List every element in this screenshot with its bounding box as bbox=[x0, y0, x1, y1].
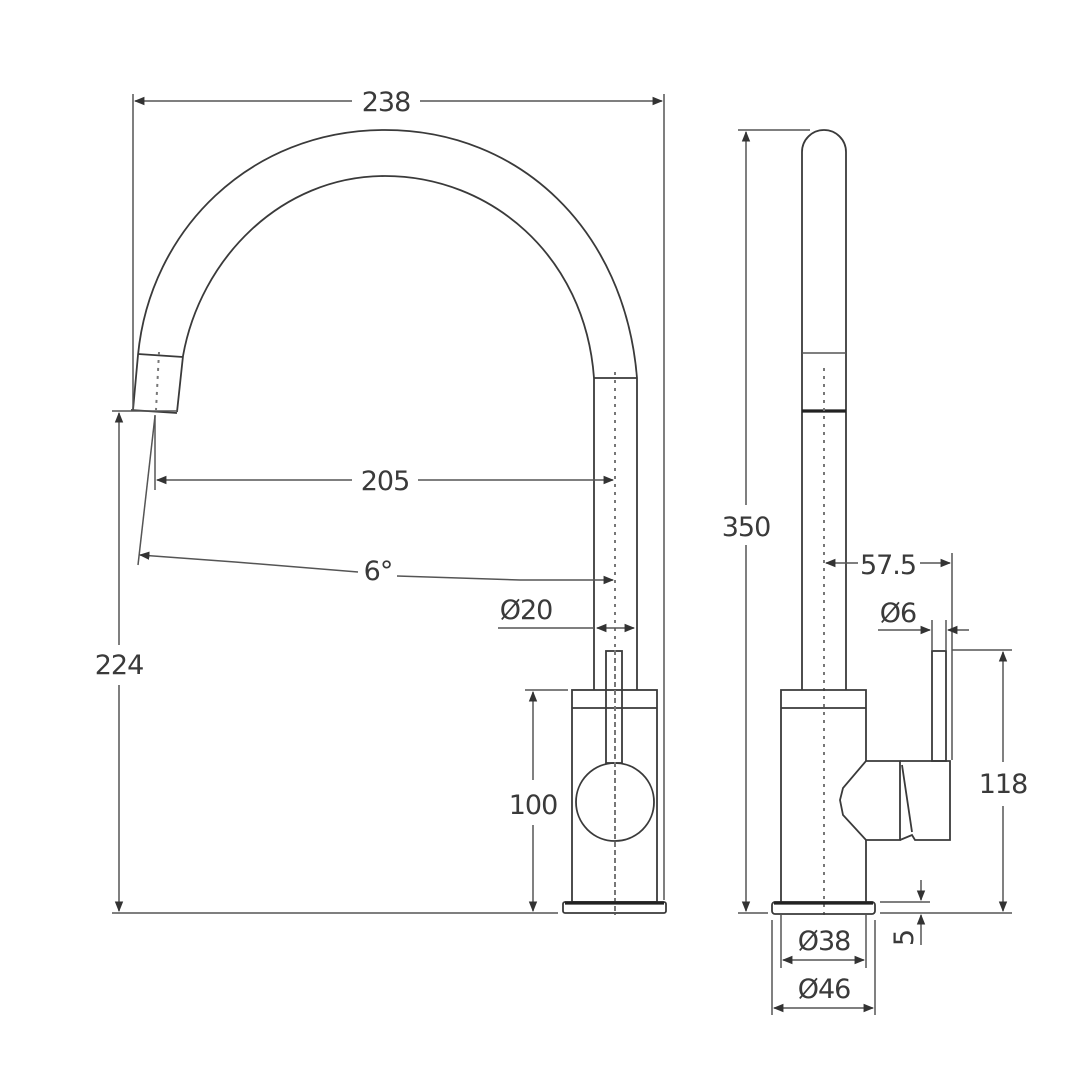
dim-flange-thickness: 5 bbox=[889, 930, 920, 946]
spout-outer-curve bbox=[132, 129, 638, 690]
side-spout-column bbox=[801, 129, 847, 690]
dim-body-height: 100 bbox=[509, 790, 558, 821]
dim-spout-angle: 6° bbox=[364, 556, 393, 587]
dim-overall-height: 350 bbox=[722, 512, 771, 543]
dim-handle-offset: 57.5 bbox=[860, 550, 916, 581]
front-view: 238 224 205 6° Ø20 100 bbox=[95, 87, 667, 915]
side-view: 350 57.5 Ø6 118 5 Ø38 Ø46 bbox=[722, 129, 1028, 1015]
dim-flange-diameter: Ø46 bbox=[798, 974, 851, 1005]
side-lever-body bbox=[899, 760, 951, 841]
side-handle-hub bbox=[839, 760, 901, 841]
spout-inner-curve bbox=[176, 175, 595, 690]
dim-handle-height: 118 bbox=[979, 769, 1028, 800]
dim-overall-width: 238 bbox=[362, 87, 411, 118]
side-body bbox=[780, 689, 867, 902]
dim-outlet-height: 224 bbox=[95, 650, 144, 681]
dim-handle-diameter: Ø6 bbox=[880, 598, 916, 629]
dim-spout-diameter: Ø20 bbox=[500, 595, 553, 626]
dim-base-diameter: Ø38 bbox=[798, 926, 851, 957]
side-lever-rod bbox=[931, 650, 947, 762]
dim-spout-reach: 205 bbox=[361, 466, 410, 497]
